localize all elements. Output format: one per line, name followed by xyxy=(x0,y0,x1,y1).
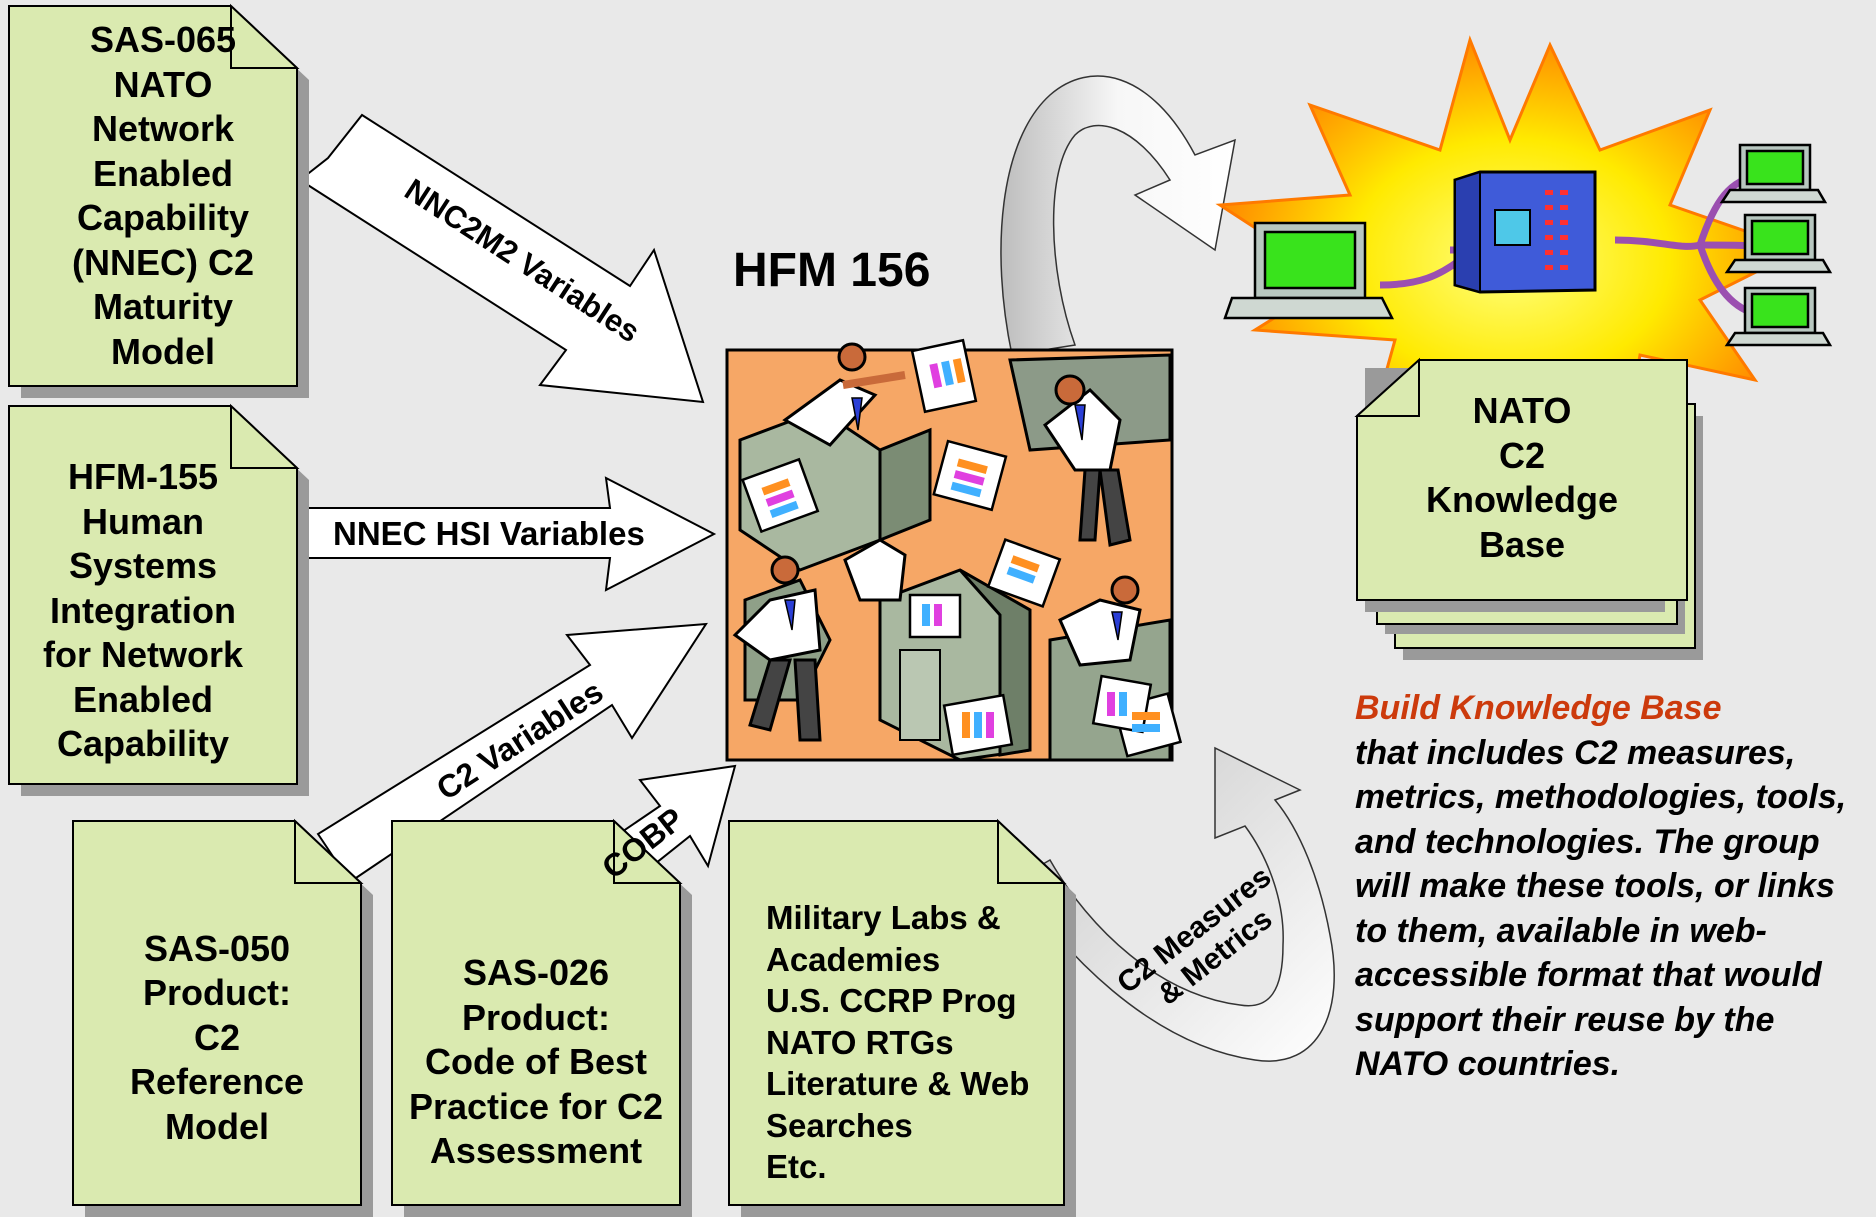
sas065-line: SAS-065 xyxy=(89,19,237,60)
labs-line: Searches xyxy=(766,1106,913,1144)
curved-arrow-top xyxy=(1000,75,1236,356)
description-body: that includes C2 measures, metrics, meth… xyxy=(1355,733,1847,1084)
hfm155-line: Enabled xyxy=(72,678,214,720)
description-text: Build Knowledge Base that includes C2 me… xyxy=(1355,686,1855,1087)
sas065-line: Maturity xyxy=(92,286,233,327)
sas026-line: Assessment xyxy=(429,1130,643,1171)
labs-line: Academies xyxy=(766,940,941,978)
arrow-label-nnec-hsi: NNEC HSI Variables xyxy=(333,515,645,552)
doc-sas065: SAS-065 NATO Network Enabled Capability … xyxy=(8,3,309,398)
labs-line: Military Labs & xyxy=(766,899,1001,936)
sas065-line: (NNEC) C2 xyxy=(71,241,254,283)
network-clipart xyxy=(1215,35,1833,484)
hfm155-line: for Network xyxy=(42,634,244,676)
hfm155-line: Capability xyxy=(56,723,230,765)
doc-military-labs: Military Labs & Academies U.S. CCRP Prog… xyxy=(728,818,1076,1217)
sas065-line: NATO xyxy=(113,63,213,105)
sas050-line: Product: xyxy=(143,972,291,1014)
hfm155-line: Systems xyxy=(68,545,218,587)
sas026-line: Code of Best xyxy=(424,1041,647,1082)
curved-arrow-measures xyxy=(1013,746,1335,1062)
kb-line: C2 xyxy=(1498,434,1546,476)
hfm155-line: Integration xyxy=(50,589,236,631)
diagram-title: HFM 156 xyxy=(733,244,931,297)
doc-hfm155: HFM-155 Human Systems Integration for Ne… xyxy=(8,403,309,796)
kb-line: Knowledge xyxy=(1425,479,1618,520)
labs-line: U.S. CCRP Prog xyxy=(766,982,1017,1019)
arrow-nnc2m2 xyxy=(298,113,705,404)
hfm156-clipart xyxy=(725,338,1183,762)
sas050-line: C2 xyxy=(193,1016,241,1058)
hfm155-line: HFM-155 xyxy=(67,456,219,498)
sas065-line: Network xyxy=(91,108,235,149)
sas026-line: Practice for C2 xyxy=(408,1085,664,1127)
sas050-line: Reference xyxy=(129,1061,305,1103)
sas026-line: SAS-026 xyxy=(462,952,610,993)
sas065-line: Model xyxy=(111,330,215,372)
kb-line: Base xyxy=(1478,523,1566,565)
doc-sas026: SAS-026 Product: Code of Best Practice f… xyxy=(391,818,692,1217)
labs-line: Etc. xyxy=(766,1148,827,1185)
labs-line: Literature & Web xyxy=(766,1065,1030,1102)
sas026-line: Product: xyxy=(462,996,610,1038)
description-highlight: Build Knowledge Base xyxy=(1355,689,1722,727)
sas050-line: SAS-050 xyxy=(143,927,291,969)
sas065-line: Capability xyxy=(76,197,250,238)
doc-knowledge-base: NATO C2 Knowledge Base xyxy=(1354,357,1737,660)
hfm155-line: Human xyxy=(81,500,204,542)
doc-sas050: SAS-050 Product: C2 Reference Model xyxy=(72,818,373,1217)
sas050-line: Model xyxy=(165,1105,269,1147)
kb-line: NATO xyxy=(1472,390,1572,431)
sas065-line: Enabled xyxy=(92,152,234,194)
labs-line: NATO RTGs xyxy=(766,1023,954,1061)
